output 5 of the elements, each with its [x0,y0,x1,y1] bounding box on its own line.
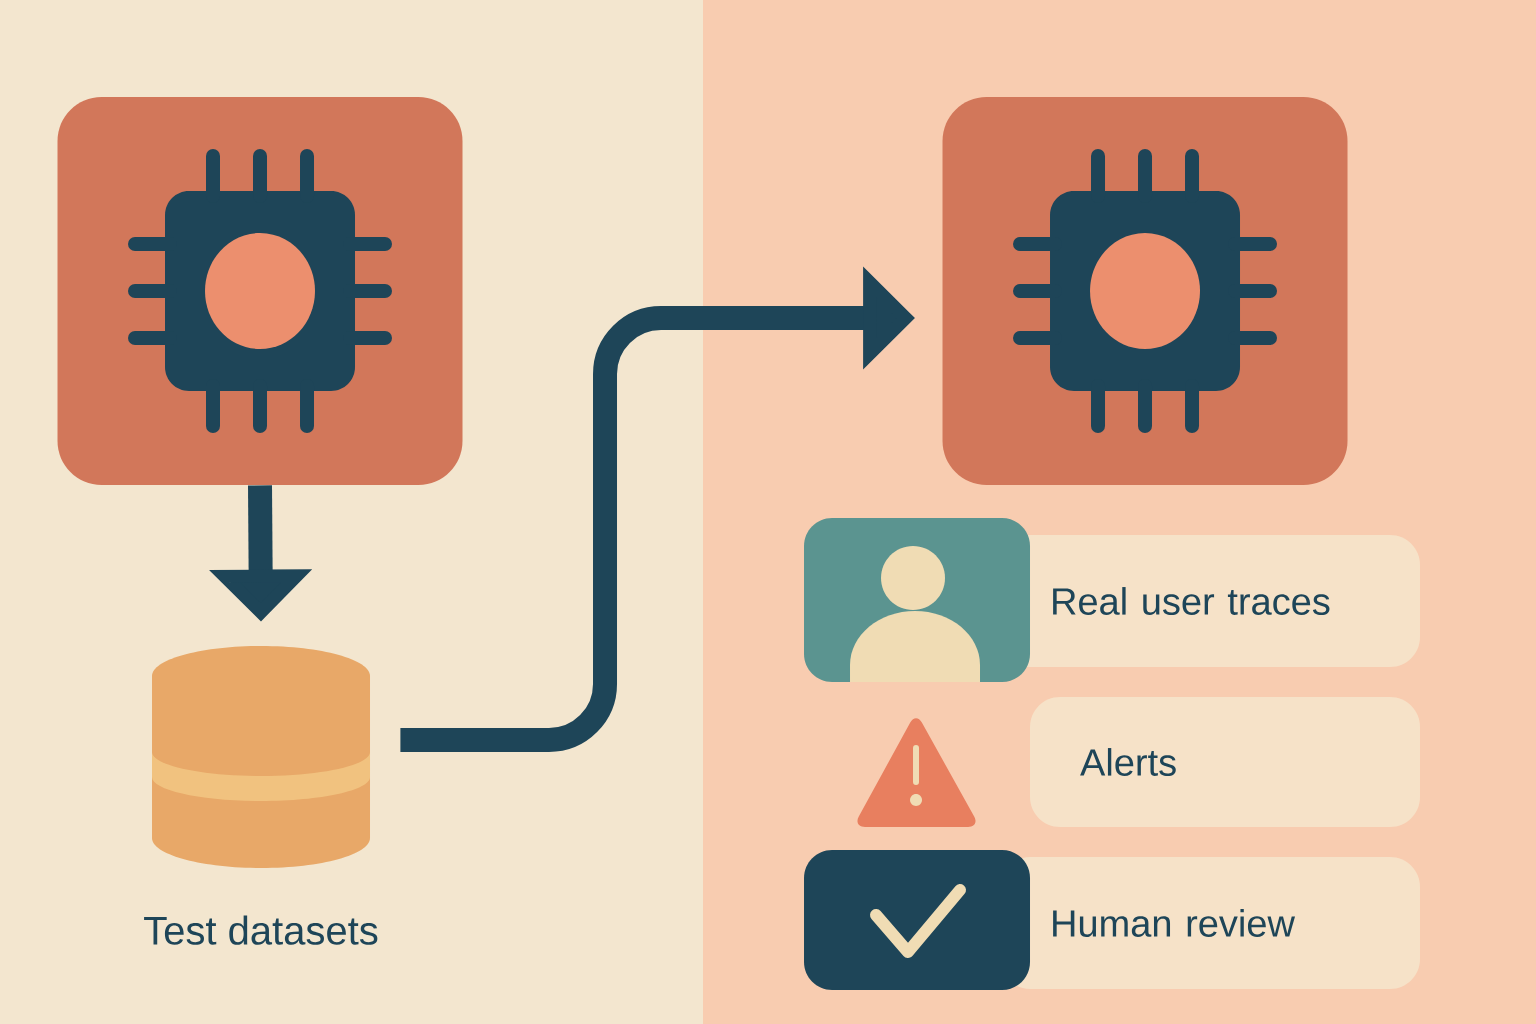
list-row: Human review [1000,857,1420,989]
list-row: Real user traces [1000,535,1420,667]
list-row: Alerts [1030,697,1420,827]
node-label: Test datasets [144,915,378,945]
database-cylinder [152,646,370,868]
